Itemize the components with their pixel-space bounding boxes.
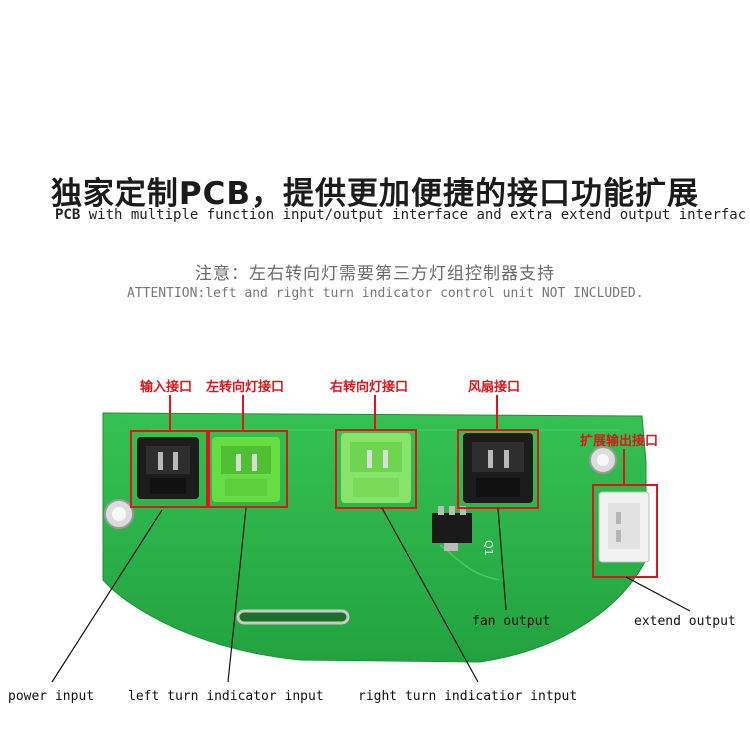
label-fan-output: fan output xyxy=(472,614,551,629)
subtitle-rest: with multiple function input/output inte… xyxy=(80,207,747,223)
subtitle-prefix: PCB xyxy=(55,207,81,223)
pcb-slot xyxy=(236,609,350,625)
label-right-turn-input: right turn indicatior intput xyxy=(358,689,578,704)
leader-power xyxy=(51,509,163,683)
leader-left-turn xyxy=(227,507,247,683)
label-left-turn-port-cn: 左转向灯接口 xyxy=(206,380,285,395)
label-extend-output: extend output xyxy=(634,614,736,629)
label-power-input: power input xyxy=(8,689,95,704)
leader-extend xyxy=(625,576,691,612)
leader-right-turn xyxy=(381,507,479,683)
page-title-cn: 独家定制PCB，提供更加便捷的接口功能扩展 xyxy=(50,176,700,212)
label-right-turn-port-cn: 右转向灯接口 xyxy=(330,380,409,395)
q1-transistor xyxy=(432,513,472,543)
mount-hole-right-inner xyxy=(597,454,609,466)
page-subtitle-en: PCB with multiple function input/output … xyxy=(55,207,746,223)
mount-hole-left-inner xyxy=(112,507,126,521)
leader-fan xyxy=(497,507,507,611)
label-left-turn-input: left turn indicator input xyxy=(128,689,324,704)
label-fan-port-cn: 风扇接口 xyxy=(468,380,521,395)
label-extend-port-cn: 扩展输出接口 xyxy=(580,434,659,449)
attention-note-cn: 注意：左右转向灯需要第三方灯组控制器支持 xyxy=(195,264,555,284)
label-input-port-cn: 输入接口 xyxy=(140,380,193,395)
attention-note-en: ATTENTION:left and right turn indicator … xyxy=(127,286,644,301)
highlight-left-turn xyxy=(208,430,288,508)
silkscreen-q1: Q1 xyxy=(482,540,495,556)
